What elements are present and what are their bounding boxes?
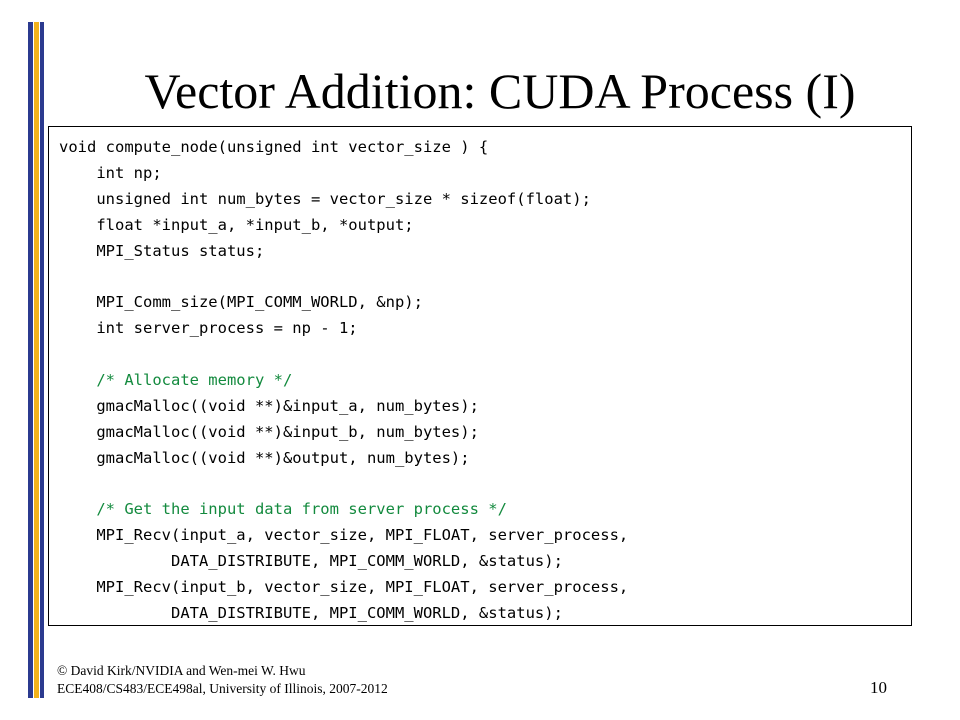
code-line: int server_process = np - 1; bbox=[59, 319, 358, 338]
footer-course: ECE408/CS483/ECE498al, University of Ill… bbox=[57, 681, 388, 696]
code-line: MPI_Comm_size(MPI_COMM_WORLD, &np); bbox=[59, 293, 423, 312]
code-line: MPI_Recv(input_b, vector_size, MPI_FLOAT… bbox=[59, 578, 629, 597]
code-line: void compute_node(unsigned int vector_si… bbox=[59, 138, 489, 156]
code-line bbox=[59, 472, 911, 498]
code-line: DATA_DISTRIBUTE, MPI_COMM_WORLD, &status… bbox=[59, 552, 563, 571]
code-comment-line: /* Allocate memory */ bbox=[59, 371, 293, 390]
code-line: gmacMalloc((void **)&output, num_bytes); bbox=[59, 448, 470, 467]
footer-copyright: © David Kirk/NVIDIA and Wen-mei W. Hwu bbox=[57, 663, 306, 678]
code-line: MPI_Recv(input_a, vector_size, MPI_FLOAT… bbox=[59, 526, 629, 545]
code-line: MPI_Status status; bbox=[59, 241, 265, 260]
code-line: gmacMalloc((void **)&input_b, num_bytes)… bbox=[59, 422, 479, 441]
left-stripe-gold bbox=[34, 22, 39, 698]
code-line bbox=[59, 264, 911, 290]
left-stripe-blue bbox=[28, 22, 33, 698]
code-line: unsigned int num_bytes = vector_size * s… bbox=[59, 189, 591, 208]
code-line: DATA_DISTRIBUTE, MPI_COMM_WORLD, &status… bbox=[59, 604, 563, 623]
code-line: gmacMalloc((void **)&input_a, num_bytes)… bbox=[59, 396, 479, 415]
footer-credits: © David Kirk/NVIDIA and Wen-mei W. Hwu E… bbox=[57, 662, 388, 698]
code-comment-line: /* Get the input data from server proces… bbox=[59, 500, 507, 519]
code-line bbox=[59, 342, 911, 368]
code-line: float *input_a, *input_b, *output; bbox=[59, 215, 414, 234]
slide-title: Vector Addition: CUDA Process (I) bbox=[144, 63, 856, 119]
code-block: void compute_node(unsigned int vector_si… bbox=[48, 126, 912, 626]
page-number: 10 bbox=[870, 678, 887, 697]
code-line: int np; bbox=[59, 163, 162, 182]
left-stripe-blue-inner bbox=[40, 22, 44, 698]
